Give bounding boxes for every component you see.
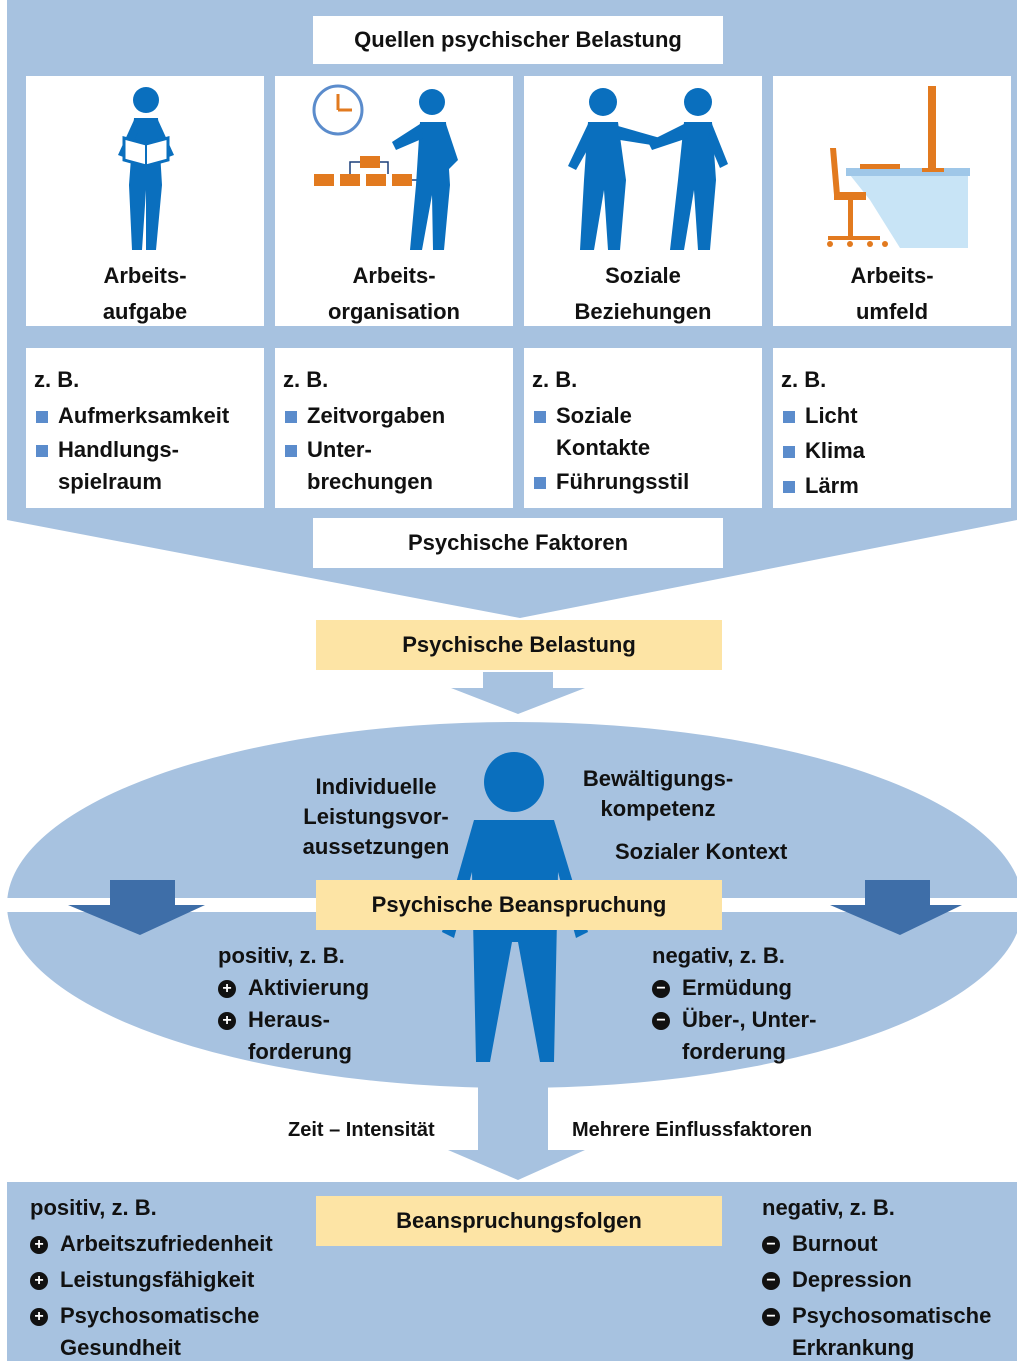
bullet-square-icon <box>783 446 795 458</box>
list-item: −Psychosomatische <box>762 1298 991 1334</box>
list-item: +Arbeitszufriedenheit <box>30 1226 273 1262</box>
category-card-soziale-beziehungen <box>524 76 762 326</box>
minus-icon: − <box>762 1236 780 1254</box>
list-item: −Über-, Unter- <box>652 1004 816 1036</box>
person-reading-icon <box>118 87 174 250</box>
bullet-square-icon <box>783 411 795 423</box>
examples-list-4: z. B. Licht Klima Lärm <box>781 364 865 502</box>
category-label-arbeitsaufgabe: Arbeits- aufgabe <box>26 258 264 330</box>
bullet-square-icon <box>783 481 795 493</box>
category-label-line1: Arbeits- <box>103 263 187 288</box>
plus-icon: + <box>30 1272 48 1290</box>
beanspruchung-negative: negativ, z. B. −Ermüdung −Über-, Unter- … <box>652 943 817 1064</box>
sources-title: Quellen psychischer Belastung <box>354 27 682 52</box>
category-label-line1: Arbeits- <box>352 263 436 288</box>
plus-icon: + <box>30 1308 48 1326</box>
list-item: +Leistungsfähigkeit <box>30 1262 273 1298</box>
plus-icon: + <box>30 1236 48 1254</box>
category-label-line2: umfeld <box>855 299 929 324</box>
list-item: −Burnout <box>762 1226 991 1262</box>
time-intensity-label: Zeit – Intensität <box>288 1119 435 1141</box>
belastung-label: Psychische Belastung <box>402 632 636 657</box>
right-down-arrow <box>830 880 962 935</box>
category-label-line1: Arbeits- <box>850 263 934 288</box>
minus-icon: − <box>652 1012 670 1030</box>
category-label-line2: Beziehungen <box>574 299 712 324</box>
list-item: Unter-brechungen <box>283 434 445 498</box>
two-persons-interacting-icon <box>568 88 728 250</box>
list-item: Klima <box>781 435 865 467</box>
folgen-negative: negativ, z. B. −Burnout −Depression −Psy… <box>762 1195 992 1360</box>
minus-icon: − <box>762 1308 780 1326</box>
list-item: +Aktivierung <box>218 972 369 1004</box>
left-down-arrow <box>68 880 205 935</box>
plus-icon: + <box>218 980 236 998</box>
minus-icon: − <box>762 1272 780 1290</box>
list-item: Lärm <box>781 470 865 502</box>
folgen-label: Beanspruchungsfolgen <box>396 1208 642 1233</box>
social-context: Sozialer Kontext <box>615 839 788 864</box>
folgen-positive: positiv, z. B. +Arbeitszufriedenheit +Le… <box>30 1195 273 1360</box>
examples-card-3 <box>524 348 762 508</box>
examples-head: z. B. <box>283 367 329 392</box>
bullet-square-icon <box>534 477 546 489</box>
list-item: Handlungs-spielraum <box>34 434 229 498</box>
coping-competence: Bewältigungs- kompetenz <box>582 766 734 821</box>
belastung-arrow <box>451 672 585 714</box>
sources-title-box <box>313 16 723 64</box>
category-label-line1: Soziale <box>605 263 681 288</box>
examples-card-4 <box>773 348 1011 508</box>
list-item: Führungsstil <box>532 466 689 498</box>
minus-icon: − <box>652 980 670 998</box>
bullet-square-icon <box>534 411 546 423</box>
category-label-line2: aufgabe <box>102 299 188 324</box>
multiple-factors-label: Mehrere Einflussfaktoren <box>572 1119 813 1141</box>
belastung-box <box>316 620 722 670</box>
beanspruchung-positive: positiv, z. B. +Aktivierung +Heraus- for… <box>218 943 370 1064</box>
list-item: −Depression <box>762 1262 991 1298</box>
category-label-line2: organisation <box>327 299 460 324</box>
examples-head: z. B. <box>532 367 578 392</box>
plus-icon: + <box>218 1012 236 1030</box>
beanspruchung-box <box>316 880 722 930</box>
list-item: Zeitvorgaben <box>283 400 445 432</box>
examples-list-1: z. B. Aufmerksamkeit Handlungs-spielraum <box>34 364 229 498</box>
list-item: +Psychosomatische <box>30 1298 273 1334</box>
clock-workflow-person-icon <box>312 84 458 250</box>
list-item: −Ermüdung <box>652 972 816 1004</box>
list-item: +Heraus- <box>218 1004 369 1036</box>
individual-prerequisites: Individuelle Leistungsvor- aussetzungen <box>302 774 450 859</box>
bullet-square-icon <box>36 445 48 457</box>
bullet-square-icon <box>285 445 297 457</box>
examples-card-1 <box>26 348 264 508</box>
desk-workplace-icon <box>827 86 970 248</box>
folgen-box <box>316 1196 722 1246</box>
faktoren-label: Psychische Faktoren <box>407 530 629 555</box>
examples-head: z. B. <box>781 367 827 392</box>
bullet-square-icon <box>285 411 297 423</box>
folgen-arrow <box>448 1080 585 1180</box>
bullet-square-icon <box>36 411 48 423</box>
category-label-soziale-beziehungen: Soziale Beziehungen <box>524 258 762 330</box>
list-item: Aufmerksamkeit <box>34 400 229 432</box>
category-label-arbeitsorganisation: Arbeits- organisation <box>275 258 513 330</box>
beanspruchung-label: Psychische Beanspruchung <box>371 892 667 917</box>
examples-head: z. B. <box>34 367 80 392</box>
examples-card-2 <box>275 348 513 508</box>
list-item: Licht <box>781 400 865 432</box>
category-label-arbeitsumfeld: Arbeits- umfeld <box>773 258 1011 330</box>
faktoren-box <box>313 518 723 568</box>
examples-list-2: z. B. Zeitvorgaben Unter-brechungen <box>283 364 445 498</box>
